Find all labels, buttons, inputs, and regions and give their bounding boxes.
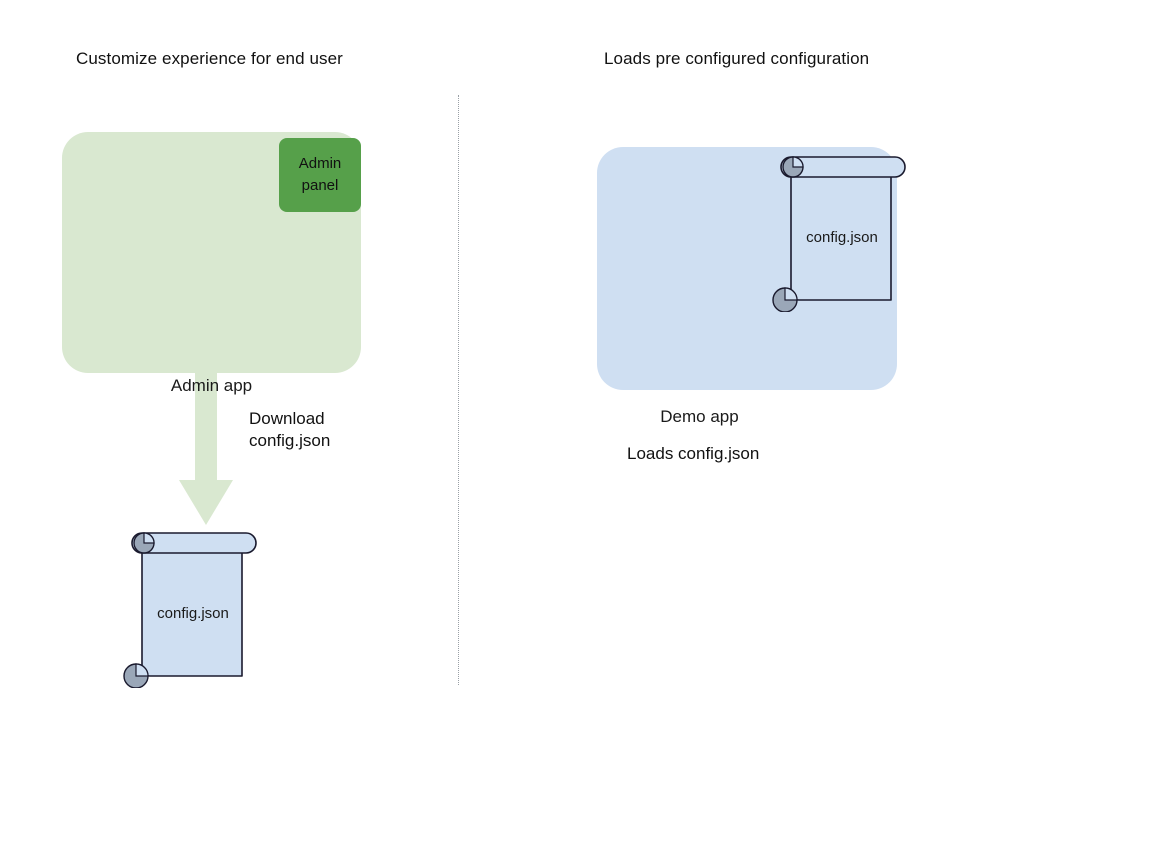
left-section-title: Customize experience for end user — [76, 49, 343, 68]
vertical-dotted-divider — [458, 95, 459, 685]
admin-panel-label: Admin panel — [298, 155, 342, 194]
config-json-document-left[interactable]: config.json — [122, 528, 264, 688]
demo-app-label: Demo app — [660, 407, 739, 426]
config-json-document-right-label: config.json — [806, 229, 878, 246]
admin-panel-box[interactable]: Admin panel — [279, 138, 361, 212]
loads-config-caption: Loads config.json — [627, 444, 760, 463]
download-arrow-label: Download config.json — [249, 409, 331, 450]
config-json-document-left-label: config.json — [157, 605, 229, 622]
right-section-title: Loads pre configured configuration — [604, 49, 870, 68]
config-json-document-right[interactable]: config.json — [771, 152, 913, 312]
admin-app-label: Admin app — [170, 376, 253, 395]
download-arrow — [179, 368, 233, 525]
